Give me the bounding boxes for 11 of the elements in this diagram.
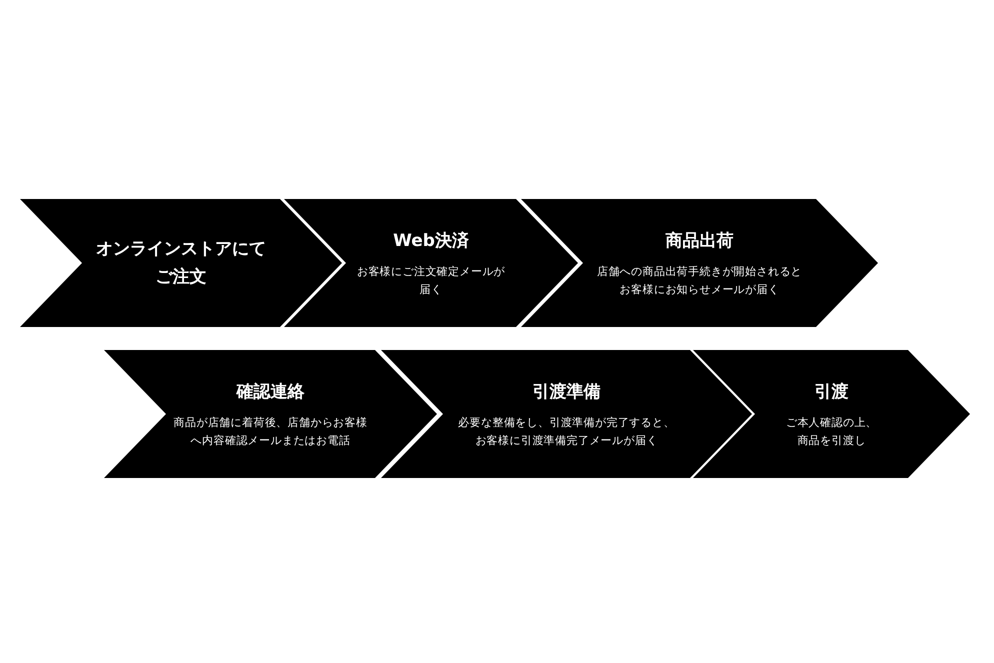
step-description: 商品が店舗に着荷後、店舗からお客様へ内容確認メールまたはお電話	[172, 415, 368, 449]
step-description: 店舗への商品出荷手続きが開始されるとお客様にお知らせメールが届く	[596, 264, 804, 298]
step-title: 引渡	[814, 381, 848, 404]
step-description: ご本人確認の上、商品を引渡し	[784, 415, 878, 449]
step-title: 引渡準備	[532, 381, 600, 404]
step-description: 必要な整備をし、引渡準備が完了すると、お客様に引渡準備完了メールが届く	[457, 415, 676, 449]
step-title: 商品出荷	[666, 230, 734, 253]
step-description: お客様にご注文確定メールが届く	[356, 264, 506, 298]
step-title: オンラインストアにてご注文	[95, 238, 267, 289]
step-title: 確認連絡	[236, 381, 304, 404]
step-title: Web決済	[393, 230, 469, 253]
